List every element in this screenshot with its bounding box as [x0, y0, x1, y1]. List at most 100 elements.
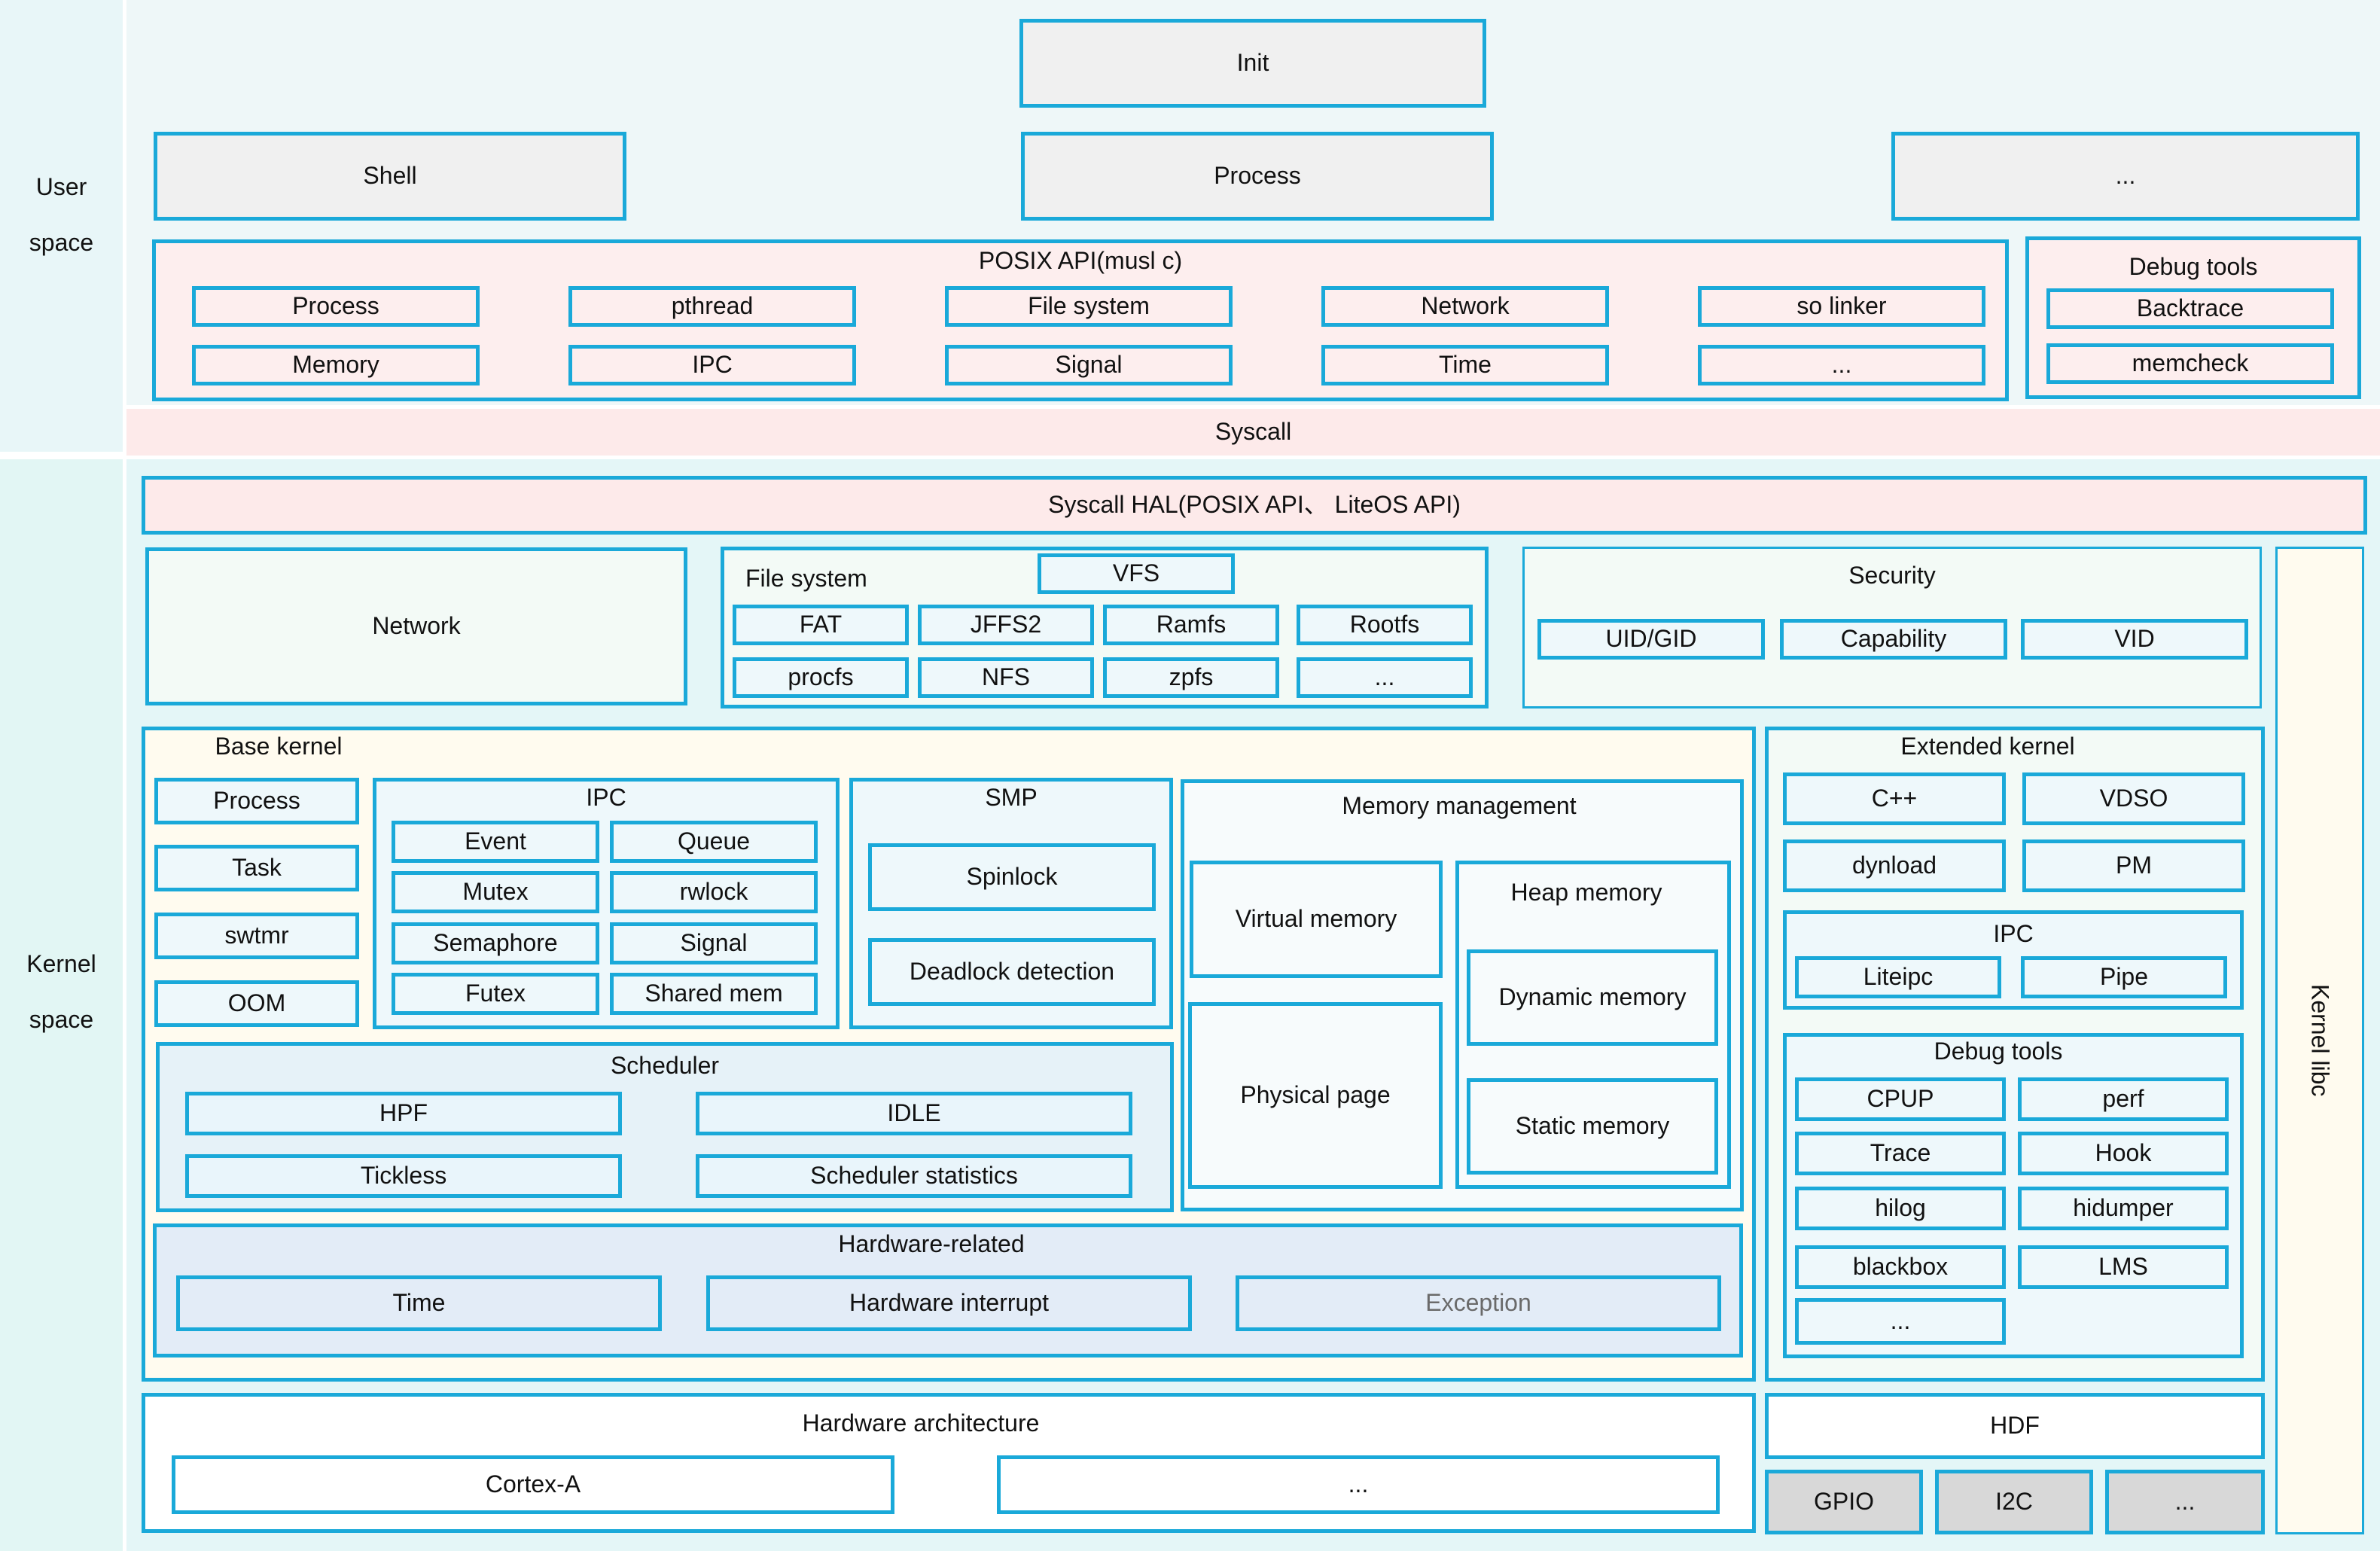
posix-item-label: Memory — [292, 351, 379, 379]
base-ipc-item-label: Semaphore — [433, 929, 558, 957]
base-left-item-label: Process — [213, 787, 300, 815]
user-space-label: User space — [29, 173, 94, 256]
fs-item: procfs — [733, 657, 909, 698]
scheduler-item: Scheduler statistics — [696, 1154, 1132, 1198]
smp-item: Spinlock — [868, 843, 1156, 911]
syscall-hal-label: Syscall HAL(POSIX API、 LiteOS API) — [1048, 491, 1461, 519]
virtual-memory-label: Virtual memory — [1235, 905, 1397, 933]
hardware-architecture-item-label: ... — [1348, 1470, 1369, 1498]
posix-item: ... — [1698, 345, 1985, 385]
ext-debug-item: Trace — [1795, 1132, 2006, 1175]
posix-item-label: so linker — [1796, 292, 1887, 320]
hdf-item: GPIO — [1765, 1470, 1923, 1534]
kernel-space-side-band — [0, 459, 123, 1551]
debug-tool-item: memcheck — [2046, 343, 2334, 384]
ext-debug-item: hilog — [1795, 1187, 2006, 1230]
hdf-item: ... — [2105, 1470, 2265, 1534]
fs-item-label: Rootfs — [1349, 611, 1420, 638]
scheduler-item: Tickless — [185, 1154, 622, 1198]
base-ipc-item-label: Mutex — [462, 878, 529, 906]
smp-item-label: Spinlock — [966, 863, 1058, 891]
ext-ipc-item-label: Liteipc — [1863, 963, 1934, 991]
ext-debug-item: hidumper — [2018, 1187, 2229, 1230]
vfs-label: VFS — [1112, 559, 1160, 587]
fs-item-label: JFFS2 — [970, 611, 1042, 638]
physical-page-box: Physical page — [1188, 1002, 1443, 1189]
user-space-side-band — [0, 0, 123, 452]
base-left-item-label: Task — [232, 854, 282, 882]
fs-item-label: FAT — [799, 611, 843, 638]
debug-tool-label: Backtrace — [2136, 294, 2244, 322]
base-ipc-item-label: Signal — [680, 929, 748, 957]
base-ipc-item: Mutex — [392, 871, 599, 913]
init-box: Init — [1019, 19, 1486, 108]
smp-title: SMP — [985, 784, 1038, 811]
posix-item: Network — [1321, 286, 1609, 327]
ext-debug-item-label: Trace — [1870, 1139, 1931, 1167]
security-item-label: Capability — [1840, 625, 1947, 653]
fs-item: ... — [1297, 657, 1473, 698]
ext-debug-item-label: ... — [1890, 1307, 1911, 1335]
base-left-item-label: OOM — [227, 989, 286, 1017]
posix-item: Memory — [192, 345, 480, 385]
ext-debug-item-label: perf — [2102, 1085, 2144, 1113]
posix-item: File system — [945, 286, 1233, 327]
fs-item-label: zpfs — [1169, 663, 1214, 691]
hdf-item-label: ... — [2174, 1488, 2196, 1516]
ext-debug-tools-title: Debug tools — [1934, 1038, 2063, 1065]
shell-box: Shell — [154, 132, 626, 221]
hardware-architecture-item: Cortex-A — [172, 1455, 894, 1514]
user-more-label: ... — [2115, 162, 2136, 190]
syscall-label: Syscall — [1214, 418, 1292, 446]
fs-item-label: procfs — [788, 663, 854, 691]
scheduler-item: IDLE — [696, 1092, 1132, 1135]
posix-item-label: IPC — [692, 351, 733, 379]
kernel-space-label: Kernel space — [26, 950, 96, 1033]
debug-tool-label: memcheck — [2132, 349, 2249, 377]
debug-tool-item: Backtrace — [2046, 288, 2334, 329]
base-ipc-item: Queue — [610, 821, 818, 863]
user-more-box: ... — [1891, 132, 2360, 221]
ext-item: PM — [2022, 839, 2245, 892]
base-ipc-item: Semaphore — [392, 922, 599, 964]
file-system-title: File system — [745, 565, 867, 592]
base-ipc-item: Event — [392, 821, 599, 863]
smp-item: Deadlock detection — [868, 938, 1156, 1006]
heap-memory-title: Heap memory — [1510, 879, 1662, 906]
process-box: Process — [1021, 132, 1494, 221]
base-ipc-item-label: Event — [465, 827, 526, 855]
ext-item-label: dynload — [1851, 852, 1937, 879]
posix-item-label: Signal — [1055, 351, 1123, 379]
dynamic-memory-box: Dynamic memory — [1467, 949, 1718, 1046]
syscall-bar: Syscall — [126, 409, 2380, 456]
ext-debug-item: LMS — [2018, 1245, 2229, 1289]
posix-item: IPC — [568, 345, 856, 385]
hdf-box: HDF — [1765, 1393, 2265, 1459]
base-ipc-item-label: Shared mem — [645, 980, 783, 1007]
ext-debug-item: ... — [1795, 1298, 2006, 1345]
fs-item-label: ... — [1374, 663, 1395, 691]
posix-item: Signal — [945, 345, 1233, 385]
ext-ipc-item-label: Pipe — [2099, 963, 2149, 991]
fs-item-label: Ramfs — [1156, 611, 1227, 638]
ext-debug-item: Hook — [2018, 1132, 2229, 1175]
hardware-related-item: Hardware interrupt — [706, 1275, 1192, 1331]
scheduler-item-label: IDLE — [887, 1099, 941, 1127]
base-ipc-item-label: Queue — [677, 827, 751, 855]
security-item: Capability — [1780, 619, 2007, 660]
scheduler-item: HPF — [185, 1092, 622, 1135]
scheduler-title: Scheduler — [610, 1052, 720, 1079]
base-kernel-title: Base kernel — [215, 733, 343, 760]
base-left-item: swtmr — [154, 913, 359, 959]
ext-debug-item: perf — [2018, 1077, 2229, 1121]
security-title: Security — [1848, 562, 1936, 589]
hardware-architecture-item: ... — [997, 1455, 1720, 1514]
ext-debug-item-label: CPUP — [1867, 1085, 1934, 1113]
init-label: Init — [1236, 49, 1269, 77]
hardware-related-title: Hardware-related — [838, 1230, 1025, 1257]
kernel-libc-box: Kernel libc — [2275, 547, 2364, 1534]
hdf-label: HDF — [1990, 1412, 2040, 1440]
base-ipc-title: IPC — [586, 784, 626, 811]
ext-debug-item: CPUP — [1795, 1077, 2006, 1121]
user-debug-tools-title: Debug tools — [2129, 253, 2258, 280]
